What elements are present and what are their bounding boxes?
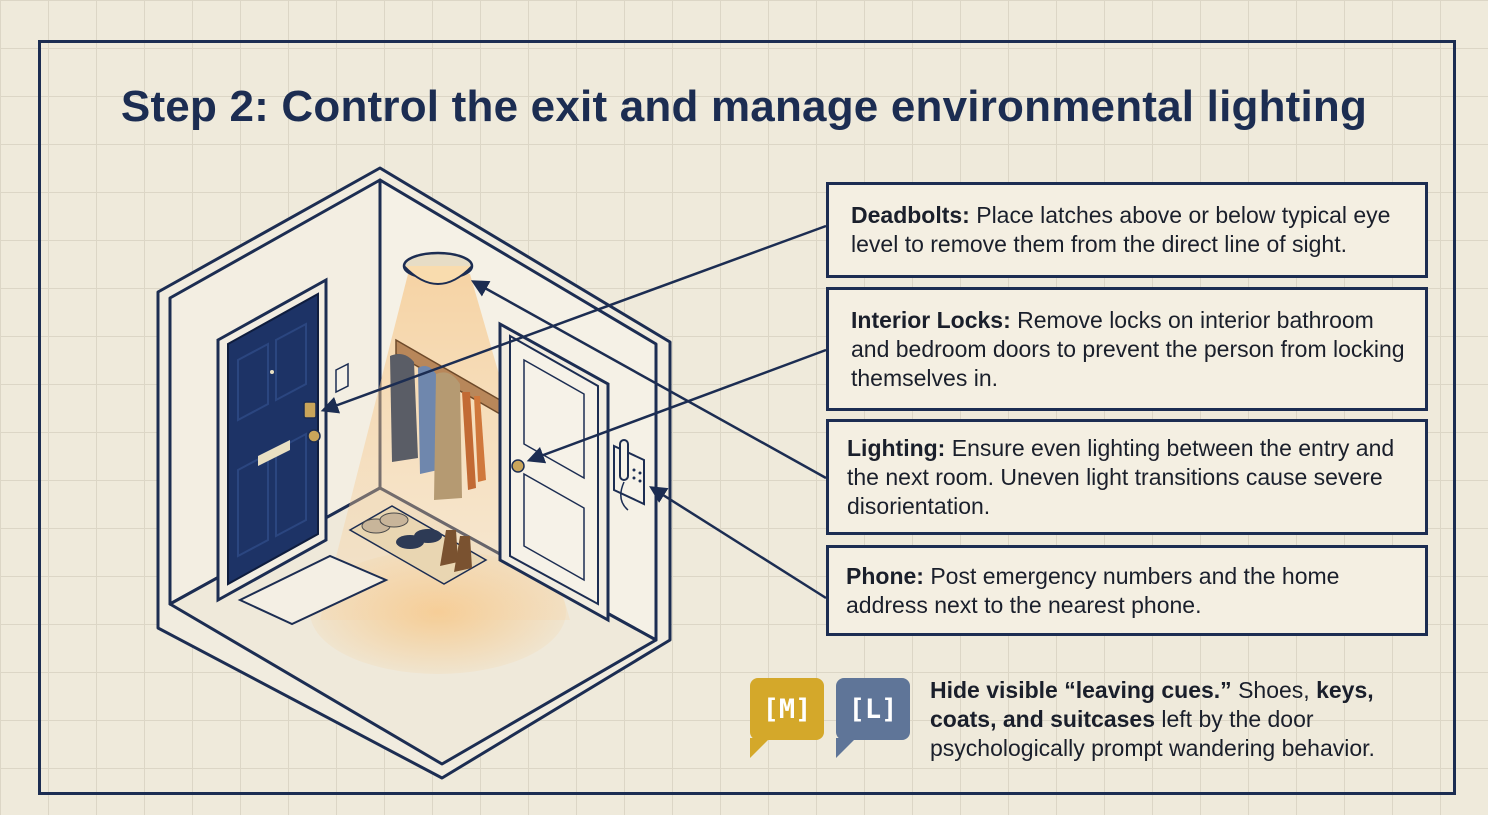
- callout-deadbolts: Deadbolts: Place latches above or below …: [826, 182, 1428, 278]
- tip-text-2: left by the door psychologically prompt …: [930, 706, 1375, 761]
- callout-heading: Lighting:: [847, 435, 946, 461]
- interior-door: [498, 321, 610, 623]
- leader-lighting: [470, 280, 827, 480]
- light-switch-icon: [335, 362, 349, 394]
- callout-text: Remove locks on interior bathroom and be…: [851, 307, 1405, 391]
- callout-heading: Deadbolts:: [851, 202, 970, 228]
- leader-phone: [649, 486, 827, 600]
- callout-heading: Phone:: [846, 563, 924, 589]
- diagram-frame: [38, 40, 1456, 795]
- tip-bold-1: Hide visible “leaving cues.”: [930, 677, 1232, 703]
- callout-heading: Interior Locks:: [851, 307, 1011, 333]
- coat-rack-icon: [390, 338, 501, 500]
- callout-interior-locks: Interior Locks: Remove locks on interior…: [826, 287, 1428, 411]
- callout-phone: Phone: Post emergency numbers and the ho…: [826, 545, 1428, 636]
- leader-interior-locks: [526, 348, 827, 464]
- tip-text-1: Shoes,: [1231, 677, 1317, 703]
- page-title: Step 2: Control the exit and manage envi…: [120, 82, 1368, 131]
- bubble-l-icon: [L]: [836, 678, 910, 758]
- leader-lines: [320, 224, 827, 600]
- leader-deadbolts: [320, 224, 827, 414]
- front-door: [216, 277, 328, 603]
- deadbolt-icon: [303, 401, 317, 419]
- callout-text: Post emergency numbers and the home addr…: [846, 563, 1340, 618]
- callout-text: Place latches above or below typical eye…: [851, 202, 1391, 257]
- shoes-icon: [348, 505, 488, 585]
- bubble-m-icon: [M]: [750, 678, 824, 758]
- wall-phone-icon: [613, 439, 645, 511]
- callout-text: Ensure even lighting between the entry a…: [847, 435, 1395, 519]
- doormat: [237, 554, 389, 626]
- tip-bold-2: keys, coats, and suitcases: [930, 677, 1374, 732]
- callout-lighting: Lighting: Ensure even lighting between t…: [826, 419, 1428, 535]
- leaving-cues-tip: Hide visible “leaving cues.” Shoes, keys…: [930, 676, 1430, 763]
- ceiling-lamp-icon: [402, 251, 474, 285]
- door-knob-icon: [307, 429, 321, 443]
